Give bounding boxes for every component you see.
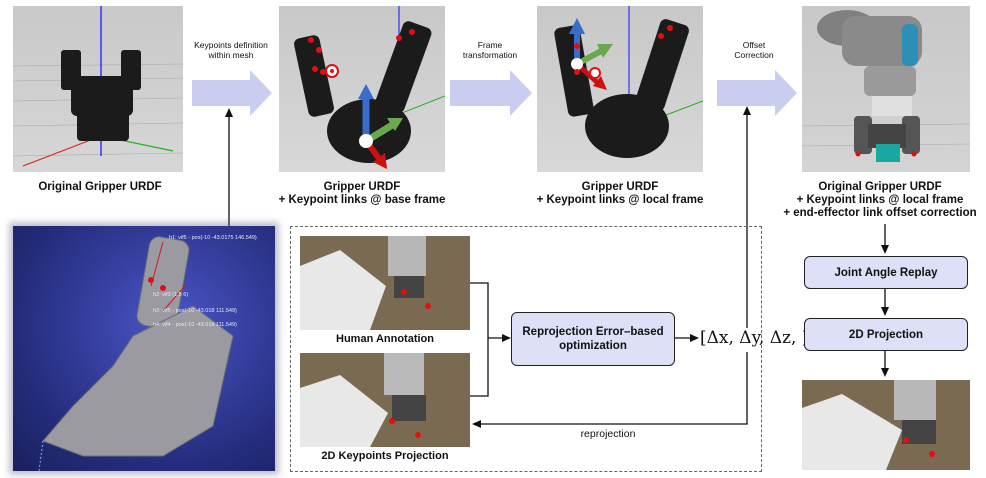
base-frame-label: Gripper URDF+ Keypoint links @ base fram…	[278, 181, 446, 206]
keypoints	[148, 277, 166, 291]
gripper-mesh	[42, 236, 234, 457]
local-frame-render	[537, 6, 703, 172]
corrected-robot-render	[802, 6, 970, 172]
arrow-frame-transformation	[450, 70, 532, 116]
svg-text:h4: vif4 - pos(-10 -43.018 111: h4: vif4 - pos(-10 -43.018 111.549)	[153, 322, 237, 328]
original-urdf-render	[13, 6, 183, 172]
2d-projection-box: 2D Projection	[804, 318, 968, 351]
reprojection-line	[480, 352, 748, 425]
final-projection-image	[802, 380, 970, 470]
original-urdf-label: Original Gripper URDF	[38, 181, 162, 193]
svg-text:h1: vif5 - pos(-10 -43.0175 14: h1: vif5 - pos(-10 -43.0175 146.549)	[169, 235, 257, 241]
human-annotation-label: Human Annotation	[336, 333, 434, 345]
keypoints	[855, 151, 917, 157]
reprojection-label: reprojection	[580, 428, 636, 440]
gripper-model	[61, 50, 141, 141]
keypoints	[574, 25, 673, 75]
offset-delta: [Δx, Δy, Δz, ]	[700, 328, 809, 348]
projection-label: 2D Keypoints Projection	[321, 450, 449, 462]
keypoints	[308, 29, 415, 75]
corrected-label: Original Gripper URDF + Keypoint links @…	[783, 181, 977, 219]
robot-arm	[817, 10, 922, 116]
projection-image	[300, 353, 470, 447]
annotation-to-optimization	[470, 282, 504, 339]
base-frame-render	[279, 6, 445, 172]
local-frame-label: Gripper URDF+ Keypoint links @ local fra…	[536, 181, 704, 206]
svg-text:h2: vif3 (1.5 6): h2: vif3 (1.5 6)	[153, 292, 188, 298]
arrow-keypoints-definition	[192, 70, 272, 116]
human-annotation-image	[300, 236, 470, 330]
joint-angle-replay-box: Joint Angle Replay	[804, 256, 968, 289]
original-urdf-scene	[13, 6, 183, 167]
projection-to-optimization	[470, 338, 489, 397]
optimization-region	[290, 226, 762, 472]
arrow-offset-correction	[717, 70, 797, 116]
gripper-model	[554, 19, 689, 158]
svg-text:h3: vif5 - pos(-10 -43.018 111: h3: vif5 - pos(-10 -43.018 111.549)	[153, 308, 237, 314]
mesh-keypoint-editor: h1: vif5 - pos(-10 -43.0175 146.549) h2:…	[13, 226, 275, 471]
